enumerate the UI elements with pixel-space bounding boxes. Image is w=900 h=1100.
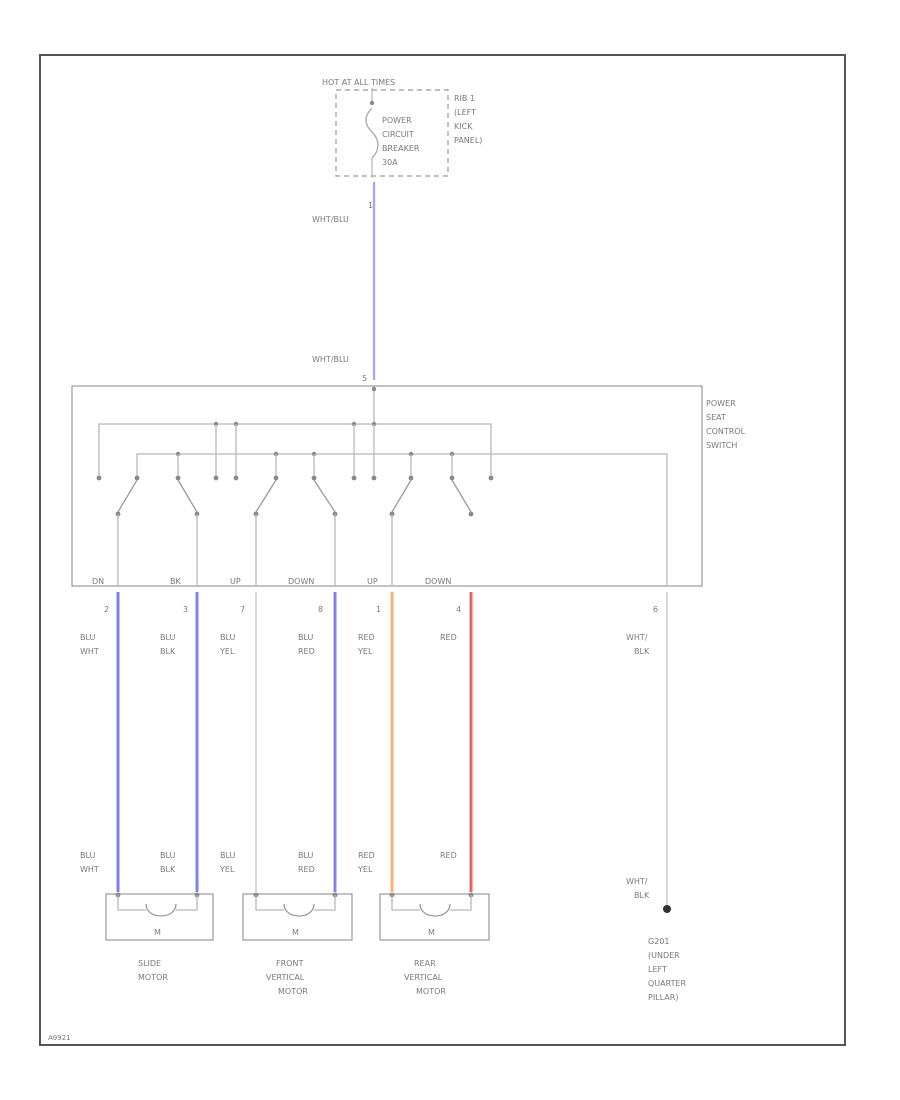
wire-code-top-5b: YEL	[357, 647, 373, 656]
slide-motor-name-2: MOTOR	[138, 973, 168, 982]
fuse-location-1: RIB 1	[454, 94, 475, 103]
ground-point-icon	[663, 905, 671, 913]
diagram-frame	[39, 54, 846, 1046]
slide-motor-symbol: M	[154, 928, 161, 937]
wire-code-top-1a: BLU	[80, 633, 96, 642]
wire-code-bot-5a: RED	[358, 851, 375, 860]
fuse-line-2: CIRCUIT	[382, 130, 414, 139]
ground-location-4: QUARTER	[648, 979, 687, 988]
slide-motor: M	[105, 892, 214, 941]
wire-code-bot-1a: BLU	[80, 851, 96, 860]
term-label-5: UP	[367, 577, 378, 586]
breaker-symbol	[365, 107, 379, 159]
wire-code-top-ground-a: WHT/	[626, 633, 648, 642]
power-seat-switch-box	[71, 385, 703, 587]
supply-wire-label-upper: WHT/BLU	[312, 215, 349, 224]
wire-code-bot-4b: RED	[298, 865, 315, 874]
wire-code-bot-4a: BLU	[298, 851, 314, 860]
switch-internals	[96, 386, 668, 586]
fuse-line-3: BREAKER	[382, 144, 420, 153]
term-label-6: DOWN	[425, 577, 451, 586]
pin-num-3: 7	[240, 605, 245, 614]
fuse-line-4: 30A	[382, 158, 398, 167]
wire-code-top-5a: RED	[358, 633, 375, 642]
wire-code-bot-3a: BLU	[220, 851, 236, 860]
wire-code-top-4a: BLU	[298, 633, 314, 642]
switch-name-3: CONTROL	[706, 427, 746, 436]
wire-code-top-2b: BLK	[160, 647, 176, 656]
rear-motor-name-1: REAR	[414, 959, 436, 968]
wire-code-top-3b: YEL	[219, 647, 235, 656]
fuse-location-3: KICK	[454, 122, 473, 131]
fuse-block-outline	[335, 89, 449, 177]
wire-code-top-3a: BLU	[220, 633, 236, 642]
term-label-2: BK	[170, 577, 181, 586]
slide-motor-name-1: SLIDE	[138, 959, 161, 968]
fuse-top-node	[369, 100, 375, 106]
front-motor-name-1: FRONT	[276, 959, 303, 968]
ground-location-2: (UNDER	[648, 951, 680, 960]
rear-motor-name-3: MOTOR	[416, 987, 446, 996]
wire-code-top-4b: RED	[298, 647, 315, 656]
ground-location-5: PILLAR)	[648, 993, 678, 1002]
fuse-pin: 1	[368, 201, 373, 210]
fuse-line-1: POWER	[382, 116, 412, 125]
switch-name-2: SEAT	[706, 413, 726, 422]
supply-wire-label-lower: WHT/BLU	[312, 355, 349, 364]
pin-num-1: 2	[104, 605, 109, 614]
wire-code-top-1b: WHT	[80, 647, 99, 656]
rear-motor-symbol: M	[428, 928, 435, 937]
rear-vertical-motor: M	[379, 892, 490, 941]
wire-code-top-6a: RED	[440, 633, 457, 642]
front-motor-symbol: M	[292, 928, 299, 937]
ground-location-3: LEFT	[648, 965, 667, 974]
wire-code-bot-6a: RED	[440, 851, 457, 860]
switch-name-1: POWER	[706, 399, 736, 408]
diagram-code: A9921	[48, 1034, 71, 1042]
fuse-title: HOT AT ALL TIMES	[322, 78, 395, 87]
term-label-1: DN	[92, 577, 104, 586]
switch-input-pin: 5	[362, 374, 367, 383]
fuse-location-2: (LEFT	[454, 108, 476, 117]
wire-code-bot-2b: BLK	[160, 865, 176, 874]
ground-location-1: G201	[648, 937, 669, 946]
pin-num-ground: 6	[653, 605, 658, 614]
term-label-3: UP	[230, 577, 241, 586]
front-vertical-motor: M	[242, 892, 353, 941]
front-motor-name-2: VERTICAL	[266, 973, 305, 982]
wire-code-bot-5b: YEL	[357, 865, 373, 874]
wire-code-top-ground-b: BLK	[634, 647, 650, 656]
wire-code-bot-3b: YEL	[219, 865, 235, 874]
wire-code-bot-ground-a: WHT/	[626, 877, 648, 886]
fuse-location-4: PANEL)	[454, 136, 482, 145]
rear-motor-name-2: VERTICAL	[404, 973, 443, 982]
switch-name-4: SWITCH	[706, 441, 737, 450]
term-label-4: DOWN	[288, 577, 314, 586]
front-motor-name-3: MOTOR	[278, 987, 308, 996]
wire-code-bot-2a: BLU	[160, 851, 176, 860]
pin-num-2: 3	[183, 605, 188, 614]
pin-num-4: 8	[318, 605, 323, 614]
pin-num-5: 1	[376, 605, 381, 614]
wire-code-top-2a: BLU	[160, 633, 176, 642]
wire-code-bot-1b: WHT	[80, 865, 99, 874]
wire-code-bot-ground-b: BLK	[634, 891, 650, 900]
pin-num-6: 4	[456, 605, 461, 614]
